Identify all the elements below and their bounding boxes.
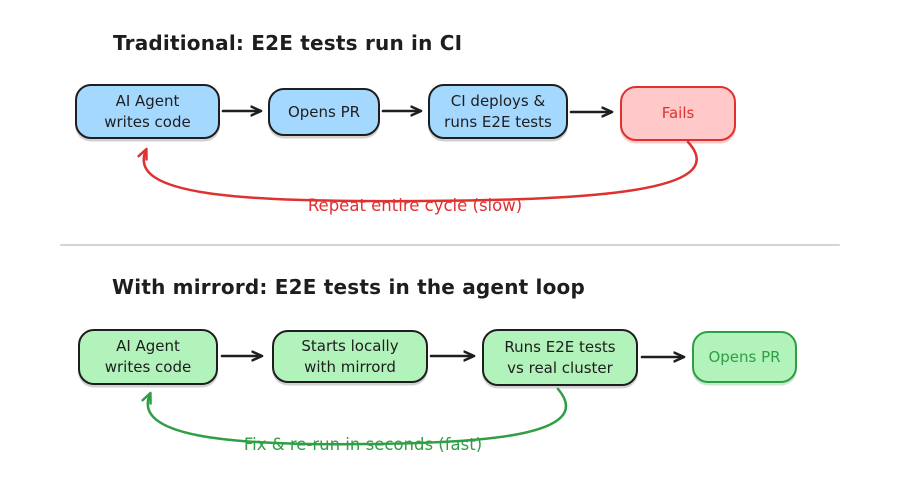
return-arrow-red-icon: [144, 140, 698, 203]
node-ai-agent-writes-code: AI Agent writes code: [78, 329, 218, 385]
node-opens-pr: Opens PR: [692, 331, 797, 383]
node-ai-agent-writes-code: AI Agent writes code: [75, 84, 220, 139]
section-title-traditional: Traditional: E2E tests run in CI: [113, 31, 463, 55]
node-opens-pr: Opens PR: [268, 88, 380, 136]
section-divider: [60, 244, 840, 246]
return-arrow-green-icon: [148, 387, 567, 446]
node-runs-e2e-tests-vs-real-cluster: Runs E2E tests vs real cluster: [482, 329, 638, 386]
loop-label-fix-rerun-fast: Fix & re-run in seconds (fast): [243, 435, 483, 454]
loop-label-repeat-cycle-slow: Repeat entire cycle (slow): [307, 196, 523, 215]
section-title-mirrord: With mirrord: E2E tests in the agent loo…: [112, 275, 586, 299]
node-fails: Fails: [620, 86, 736, 141]
node-starts-locally-with-mirrord: Starts locally with mirrord: [272, 330, 428, 383]
node-ci-deploys-runs-e2e-tests: CI deploys & runs E2E tests: [428, 84, 568, 139]
